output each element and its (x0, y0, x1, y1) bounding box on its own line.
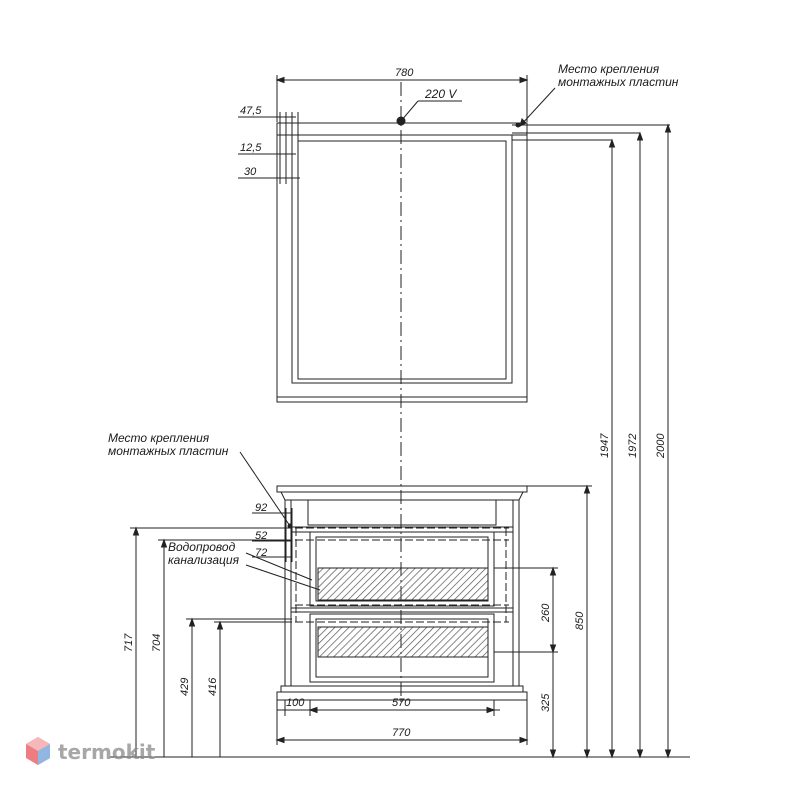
bottom-dims-2 (275, 700, 529, 745)
dim-704: 704 (151, 634, 163, 652)
dim-780: 780 (395, 67, 414, 79)
bottom-dims-1 (277, 700, 500, 716)
termokit-logo: termokit (26, 737, 156, 765)
mirror-left-dims (238, 112, 300, 184)
cabinet-height-dims-right (494, 484, 592, 759)
cabinet-hidden-lines (295, 527, 509, 623)
dim-12-5: 12,5 (240, 142, 262, 154)
dim-92: 92 (255, 502, 267, 514)
dim-1972: 1972 (627, 434, 639, 458)
pipe-zone-upper (317, 567, 489, 601)
mirror-mount-label-1: Место крепления (558, 62, 660, 76)
dim-416: 416 (207, 677, 219, 696)
cabinet-outline (276, 485, 528, 701)
dim-2000: 2000 (655, 433, 667, 459)
dim-52: 52 (255, 530, 267, 542)
dim-72: 72 (255, 547, 267, 559)
dim-260: 260 (540, 603, 552, 623)
sewer-label: канализация (168, 553, 240, 567)
dim-1947: 1947 (599, 433, 611, 458)
dim-570: 570 (392, 697, 411, 709)
cabinet-left-dims (252, 508, 293, 562)
dim-770: 770 (392, 727, 411, 739)
label-220v: 220 V (424, 87, 457, 101)
dim-780-lines (275, 75, 529, 122)
mirror-mount-label-2: монтажных пластин (558, 75, 679, 89)
dim-100: 100 (286, 697, 305, 709)
pipe-zone-lower (317, 626, 489, 658)
dim-850: 850 (574, 611, 586, 630)
mirror-outline (276, 122, 528, 403)
cabinet-height-dims-left (130, 526, 292, 757)
watermark-text: termokit (58, 740, 156, 764)
dim-717: 717 (123, 633, 135, 652)
dim-325: 325 (540, 693, 552, 712)
dim-47-5: 47,5 (240, 105, 262, 117)
dim-30: 30 (244, 166, 257, 178)
cabinet-mount-label-2: монтажных пластин (108, 444, 229, 458)
overall-height-dims (608, 123, 672, 759)
cabinet-mount-label-1: Место крепления (108, 431, 210, 445)
water-label: Водопровод (168, 540, 236, 554)
dim-429: 429 (179, 678, 191, 696)
